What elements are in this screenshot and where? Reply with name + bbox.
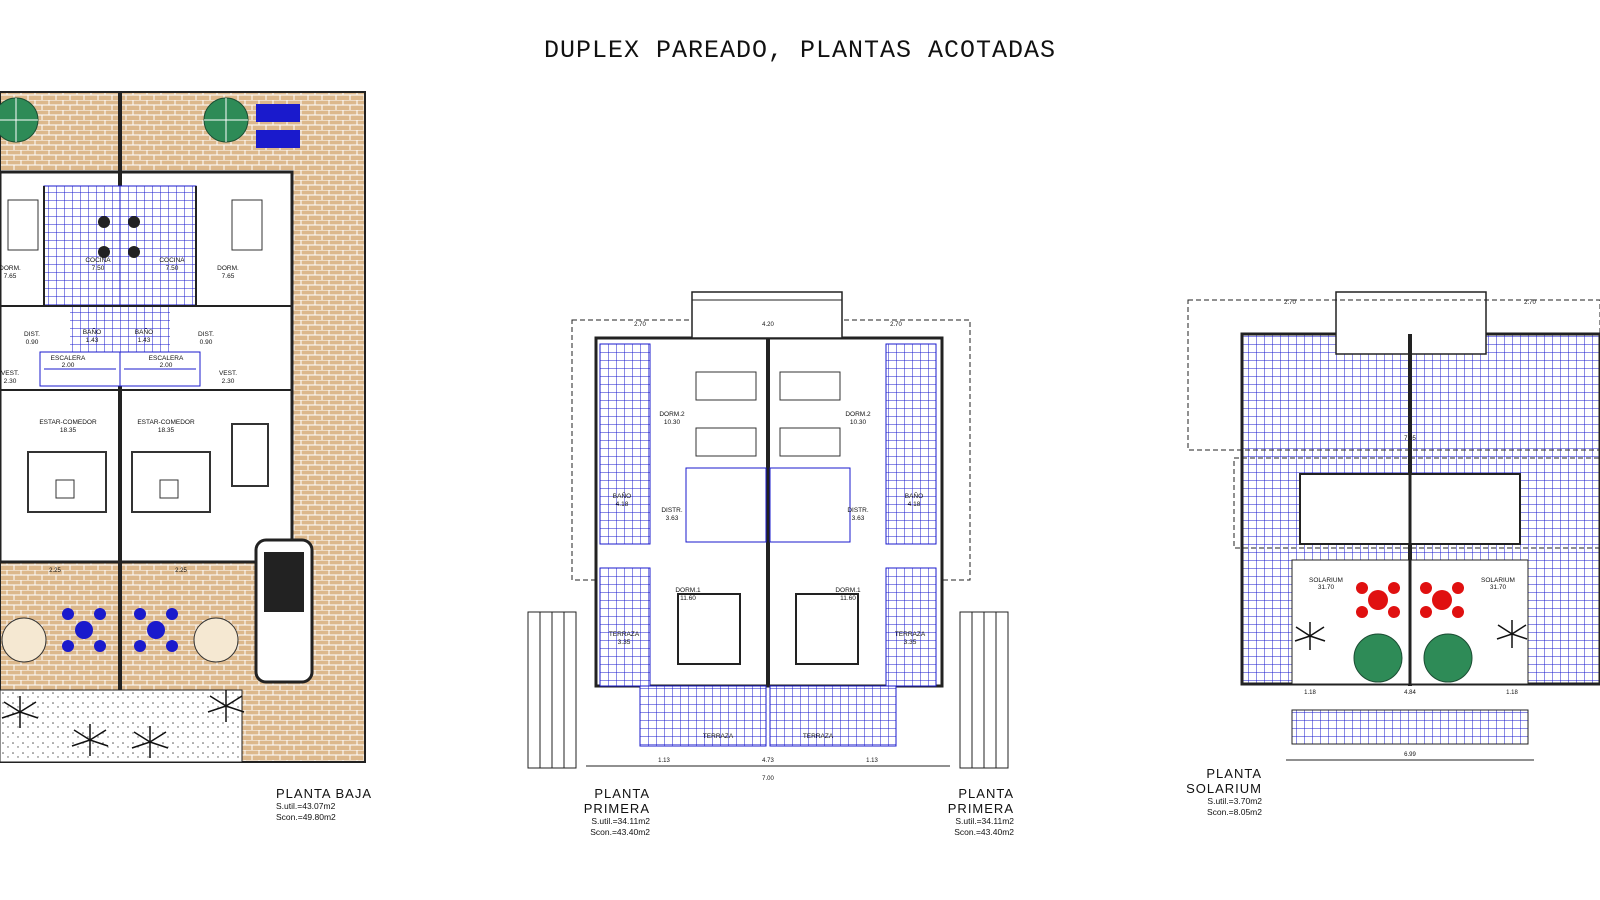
plan-annotation: BAÑO (905, 491, 923, 500)
plan-annotation: TERRAZA (609, 631, 640, 638)
plan-label-planta-primera-left: PLANTA PRIMERA S.util.=34.11m2 Scon.=43.… (530, 786, 650, 838)
plan-scon: Scon.=49.80m2 (276, 812, 336, 822)
plan-annotation: 2.25 (49, 568, 61, 574)
plan-name: PLANTA PRIMERA (947, 786, 1014, 816)
planta-solarium-plan: SOLARIUM 31.70 SOLARIUM 31.70 6.99 4.84 … (1187, 291, 1600, 761)
plan-scon: Scon.=43.40m2 (590, 827, 650, 837)
plan-annotation: 4.18 (616, 501, 629, 508)
plan-annotation: 1.13 (866, 758, 878, 764)
room-label: ESTAR-COMEDOR (137, 419, 195, 426)
plan-name: PLANTA BAJA (276, 786, 373, 801)
plan-annotation: 2.30 (222, 378, 235, 385)
plan-annotation: DORM.1 (675, 587, 701, 594)
plan-annotation: 1.18 (1304, 690, 1316, 696)
plan-annotation: 6.99 (1404, 752, 1416, 758)
plan-sutil: S.util.=34.11m2 (591, 816, 650, 826)
room-label: DORM. (0, 265, 21, 272)
plan-annotation: 7.05 (1404, 436, 1416, 442)
plan-annotation: DORM.2 (845, 411, 871, 418)
plan-annotation: 3.63 (852, 515, 865, 522)
plan-annotation: 1.13 (658, 758, 670, 764)
plan-annotation: 4.18 (908, 501, 921, 508)
room-label: VEST. (1, 370, 19, 377)
plan-annotation: 1.18 (1506, 690, 1518, 696)
plan-annotation: 2.00 (160, 362, 173, 369)
plan-annotation: 2.70 (1284, 300, 1296, 306)
plan-label-planta-primera-right: PLANTA PRIMERA S.util.=34.11m2 Scon.=43.… (894, 786, 1014, 838)
plan-label-planta-baja: PLANTA BAJA S.util.=43.07m2 Scon.=49.80m… (276, 786, 372, 823)
plan-annotation: 10.30 (664, 419, 681, 426)
plan-annotation: SOLARIUM (1481, 577, 1515, 584)
plan-annotation: 11.60 (680, 595, 696, 602)
plan-annotation: 31.70 (1318, 584, 1335, 591)
plan-annotation: SOLARIUM (1309, 577, 1343, 584)
plan-annotation: 2.00 (62, 362, 75, 369)
room-label: COCINA (85, 257, 111, 264)
plan-annotation: 31.70 (1490, 584, 1507, 591)
plan-annotation: 0.90 (200, 339, 213, 346)
plan-name: PLANTA SOLARIUM (1186, 766, 1262, 796)
plan-annotation: 7.50 (92, 265, 105, 272)
plan-annotation: 2.70 (890, 322, 902, 328)
page-title: DUPLEX PAREADO, PLANTAS ACOTADAS (543, 36, 1057, 65)
plan-annotation: 7.50 (166, 265, 179, 272)
plan-annotation: TERRAZA (895, 631, 926, 638)
plan-scon: Scon.=8.05m2 (1206, 807, 1262, 817)
plan-annotation: 2.25 (175, 568, 187, 574)
plan-annotation: 2.70 (1524, 300, 1536, 306)
room-label: DIST. (24, 331, 40, 338)
plan-annotation: 18.35 (158, 427, 175, 434)
plan-annotation: 2.30 (4, 378, 17, 385)
room-label: ESTAR-COMEDOR (39, 419, 97, 426)
plan-annotation: 7.00 (762, 776, 774, 782)
plan-annotation: BAÑO (613, 491, 631, 500)
plan-annotation: 7.65 (222, 273, 235, 280)
room-label: COCINA (159, 257, 185, 264)
plan-annotation: 4.20 (762, 322, 774, 328)
plan-annotation: DORM.2 (659, 411, 685, 418)
plan-annotation: 2.70 (634, 322, 646, 328)
room-label: DORM. (217, 265, 239, 272)
plan-annotation: 4.84 (1404, 690, 1416, 696)
planta-baja-plan: DORM. 7.65 COCINA 7.50 COCINA 7.50 DORM.… (0, 91, 366, 763)
plan-annotation: 1.43 (86, 337, 99, 344)
room-label: VEST. (219, 370, 237, 377)
plan-annotation: 7.65 (4, 273, 17, 280)
plan-label-planta-solarium: PLANTA SOLARIUM S.util.=3.70m2 Scon.=8.0… (1136, 766, 1262, 818)
plan-sutil: S.util.=34.11m2 (955, 816, 1014, 826)
plan-annotation: DORM.1 (835, 587, 861, 594)
plan-annotation: 3.35 (618, 639, 631, 646)
plan-annotation: TERRAZA (803, 733, 834, 740)
plan-annotation: DISTR. (847, 507, 869, 514)
plan-annotation: 18.35 (60, 427, 77, 434)
plan-annotation: TERRAZA (703, 733, 734, 740)
plan-annotation: 3.35 (904, 639, 917, 646)
room-label: BAÑO (83, 327, 101, 336)
plan-annotation: DISTR. (661, 507, 683, 514)
plan-annotation: 1.43 (138, 337, 151, 344)
room-label: DIST. (198, 331, 214, 338)
plan-annotation: 4.73 (762, 758, 774, 764)
plan-annotation: 10.30 (850, 419, 867, 426)
plan-sutil: S.util.=43.07m2 (276, 801, 336, 811)
room-label: ESCALERA (51, 355, 86, 362)
planta-primera-plan: DORM.2 10.30 DORM.2 10.30 BAÑO 4.18 BAÑO… (527, 291, 1009, 782)
plan-scon: Scon.=43.40m2 (954, 827, 1014, 837)
room-label: BAÑO (135, 327, 153, 336)
plan-annotation: 3.63 (666, 515, 679, 522)
plan-annotation: 0.90 (26, 339, 39, 346)
plan-sutil: S.util.=3.70m2 (1207, 796, 1262, 806)
plan-annotation: 11.60 (840, 595, 856, 602)
plan-name: PLANTA PRIMERA (583, 786, 650, 816)
room-label: ESCALERA (149, 355, 184, 362)
